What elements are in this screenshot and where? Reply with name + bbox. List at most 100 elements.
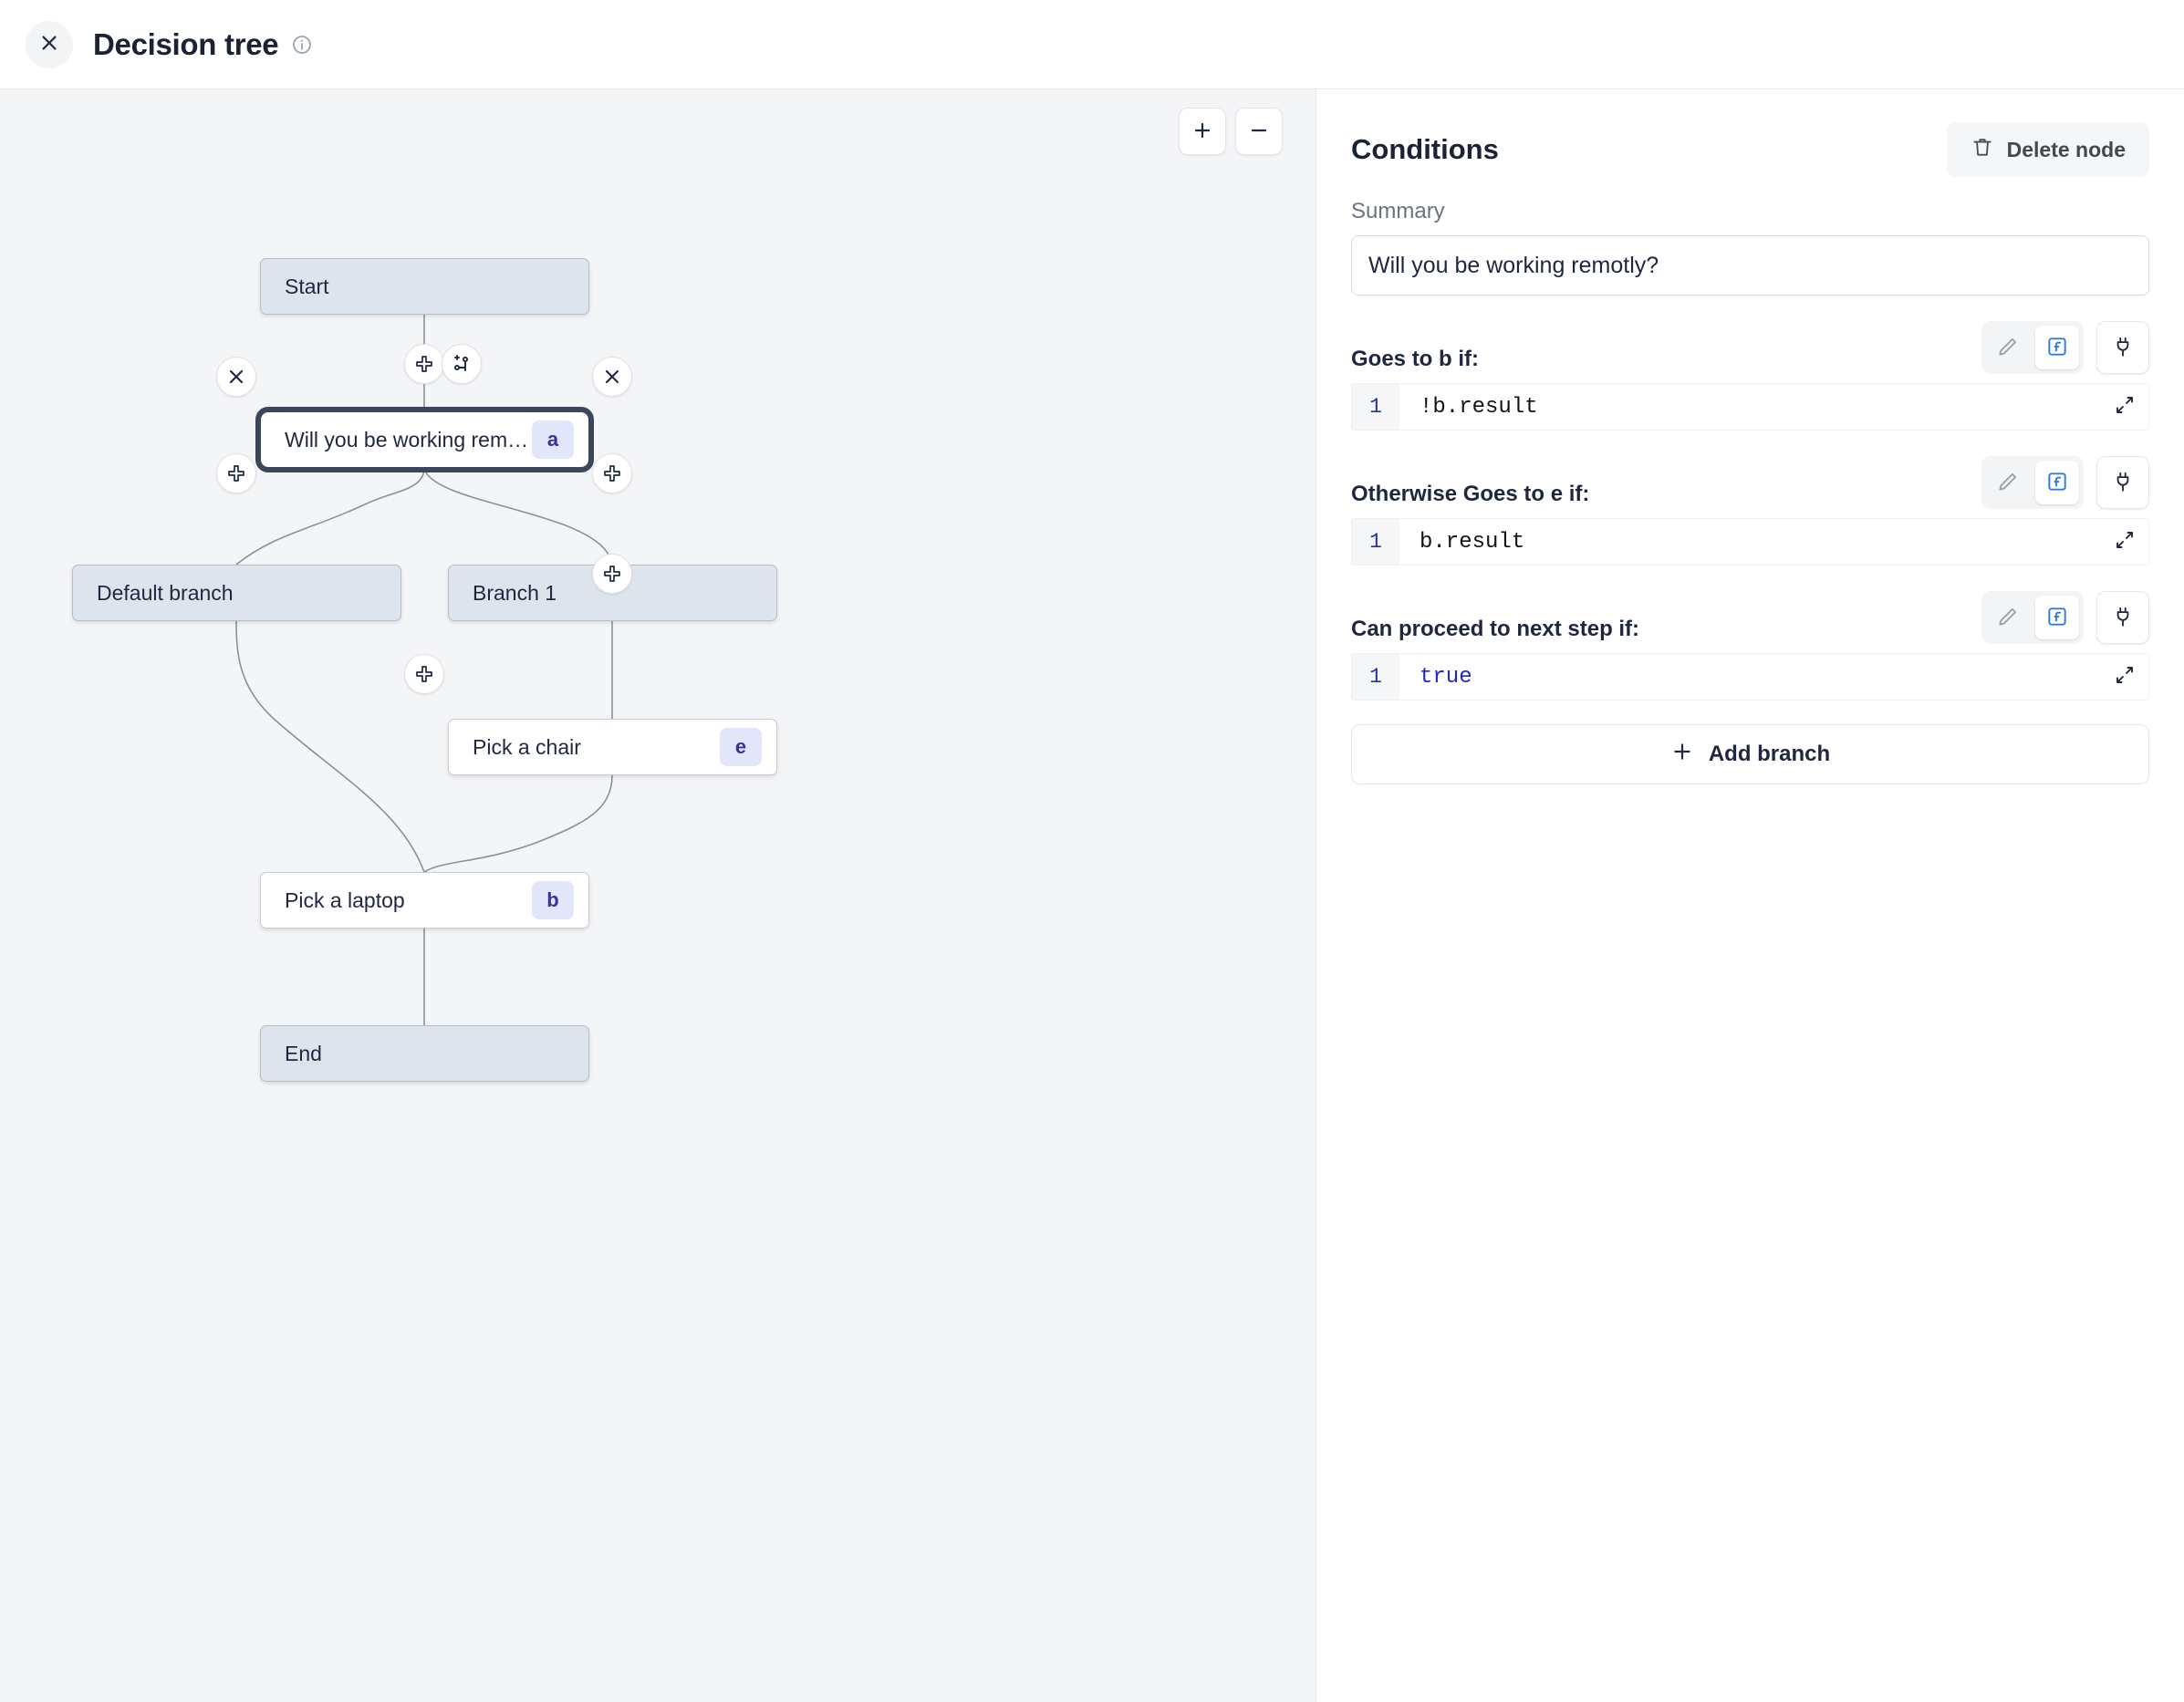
panel-header: Conditions Delete node — [1351, 122, 2149, 177]
pencil-icon — [1996, 335, 2020, 361]
conditions-panel: Conditions Delete node Summary Goes to b… — [1316, 89, 2184, 1702]
code-editor[interactable]: 1 true — [1351, 653, 2149, 701]
pencil-icon-button[interactable] — [1986, 461, 2030, 504]
pencil-icon-button[interactable] — [1986, 326, 2030, 369]
pencil-icon — [1996, 605, 2020, 631]
expand-editor-button[interactable] — [2108, 525, 2141, 558]
function-icon — [2045, 335, 2069, 361]
close-icon — [601, 366, 623, 388]
flow-handle-remove-default[interactable] — [216, 357, 256, 397]
flow-node-label: End — [285, 1041, 322, 1065]
app-header: Decision tree — [0, 0, 2184, 89]
condition-tools — [1981, 321, 2149, 374]
flow-edges — [235, 315, 613, 1025]
delete-node-button[interactable]: Delete node — [1946, 122, 2149, 177]
plug-icon — [2111, 470, 2135, 496]
code-editor[interactable]: 1 !b.result — [1351, 383, 2149, 431]
condition-block: Goes to b if: — [1351, 321, 2149, 431]
code-content[interactable]: b.result — [1420, 529, 1525, 555]
expand-icon — [2114, 394, 2136, 420]
flow-node-label: Default branch — [97, 580, 234, 605]
pencil-icon-button[interactable] — [1986, 596, 2030, 639]
condition-label: Goes to b if: — [1351, 347, 1479, 371]
zoom-out-button[interactable] — [1235, 108, 1283, 155]
flow-node-badge: b — [532, 881, 574, 919]
condition-header: Can proceed to next step if: — [1351, 591, 2149, 644]
branch-add-icon — [451, 353, 473, 375]
flow-node-end[interactable]: End — [260, 1025, 589, 1082]
conditions-list: Goes to b if: — [1351, 321, 2149, 701]
function-icon-button[interactable] — [2035, 326, 2079, 369]
trash-icon — [1971, 135, 1994, 164]
flow-node-start[interactable]: Start — [260, 258, 589, 315]
code-line-number: 1 — [1352, 654, 1399, 700]
expand-icon — [2114, 529, 2136, 555]
flow-node-badge: e — [720, 728, 762, 766]
expand-editor-button[interactable] — [2108, 390, 2141, 423]
flow-handle-add-after-branch1[interactable] — [592, 453, 632, 493]
delete-node-label: Delete node — [2006, 137, 2126, 161]
code-content[interactable]: true — [1420, 664, 1472, 690]
flow-node-label: Start — [285, 274, 329, 298]
flow-handle-add-after-chair[interactable] — [592, 554, 632, 594]
code-line-number: 1 — [1352, 384, 1399, 430]
pencil-icon — [1996, 470, 2020, 496]
page-title: Decision tree — [93, 26, 279, 61]
code-line-number: 1 — [1352, 519, 1399, 565]
plug-icon — [2111, 605, 2135, 631]
add-branch-label: Add branch — [1708, 742, 1831, 766]
flow-handle-add-branch-split[interactable] — [442, 344, 482, 384]
condition-block: Otherwise Goes to e if: — [1351, 456, 2149, 566]
flow-node-label: Pick a laptop — [285, 887, 405, 912]
close-icon — [39, 33, 59, 56]
plus-node-icon — [225, 462, 247, 484]
plug-icon — [2111, 335, 2135, 361]
flow-handle-add-after-start[interactable] — [404, 344, 444, 384]
function-icon-button[interactable] — [2035, 596, 2079, 639]
condition-header: Otherwise Goes to e if: — [1351, 456, 2149, 509]
flow-node-default[interactable]: Default branch — [72, 565, 401, 621]
close-button[interactable] — [26, 20, 73, 68]
flow-handle-add-after-default[interactable] — [216, 453, 256, 493]
condition-header: Goes to b if: — [1351, 321, 2149, 374]
condition-tools — [1981, 456, 2149, 509]
flow-handle-remove-branch1[interactable] — [592, 357, 632, 397]
condition-label: Otherwise Goes to e if: — [1351, 482, 1590, 506]
summary-label: Summary — [1351, 199, 1445, 223]
function-icon-button[interactable] — [2035, 461, 2079, 504]
summary-input[interactable] — [1351, 235, 2149, 296]
zoom-controls — [1179, 108, 1283, 155]
flow-node-laptop[interactable]: Pick a laptop b — [260, 872, 589, 929]
zoom-in-button[interactable] — [1179, 108, 1226, 155]
expand-icon — [2114, 664, 2136, 690]
flow-handle-add-after-laptop[interactable] — [404, 654, 444, 694]
plug-icon-button[interactable] — [2096, 591, 2149, 644]
plus-icon — [1191, 119, 1213, 144]
expand-editor-button[interactable] — [2108, 660, 2141, 693]
condition-tools — [1981, 591, 2149, 644]
add-branch-button[interactable]: Add branch — [1351, 724, 2149, 784]
flow-node-chair[interactable]: Pick a chair e — [448, 719, 777, 775]
function-icon — [2045, 605, 2069, 631]
info-icon[interactable] — [291, 34, 313, 56]
condition-label: Can proceed to next step if: — [1351, 617, 1640, 641]
flow-node-label: Pick a chair — [473, 734, 581, 759]
flow-node-label: Will you be working remotly? — [285, 427, 532, 451]
function-icon — [2045, 470, 2069, 496]
plug-icon-button[interactable] — [2096, 321, 2149, 374]
plus-node-icon — [601, 462, 623, 484]
code-content[interactable]: !b.result — [1420, 394, 1538, 420]
plug-icon-button[interactable] — [2096, 456, 2149, 509]
plus-node-icon — [413, 353, 435, 375]
minus-icon — [1248, 119, 1270, 144]
mode-toggle-group — [1981, 456, 2084, 509]
code-editor[interactable]: 1 b.result — [1351, 518, 2149, 566]
panel-title: Conditions — [1351, 133, 1499, 165]
plus-node-icon — [413, 663, 435, 685]
flow-node-question[interactable]: Will you be working remotly?a — [255, 407, 594, 472]
close-icon — [225, 366, 247, 388]
plus-icon — [1670, 740, 1694, 770]
mode-toggle-group — [1981, 591, 2084, 644]
